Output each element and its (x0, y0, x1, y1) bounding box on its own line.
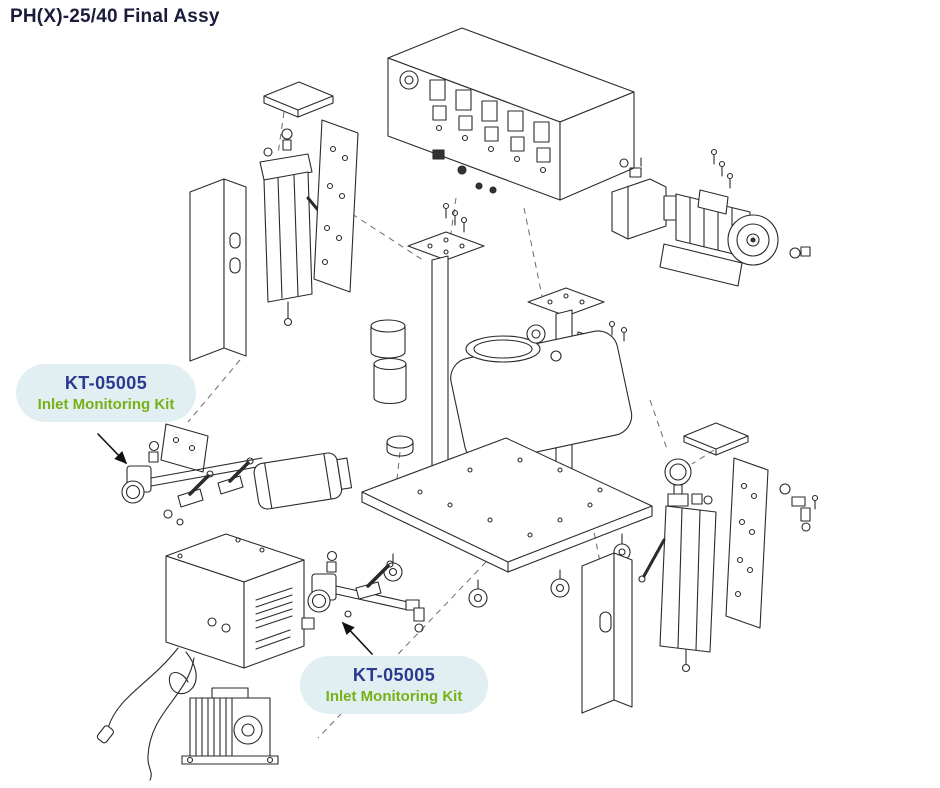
control-panel (387, 27, 635, 201)
cable-loop (168, 651, 197, 695)
motor-pump-assembly (611, 148, 811, 287)
top-plate-left (407, 231, 485, 261)
right-filter-assembly (638, 422, 819, 673)
base-platform (361, 437, 653, 563)
mounting-bracket-left (313, 119, 359, 293)
cable-connector (96, 725, 114, 744)
callout-1-part-number: KT-05005 (64, 373, 148, 393)
power-cable (107, 647, 179, 729)
cover-plate-left (263, 81, 334, 118)
callout-arrow-1 (97, 433, 128, 465)
callout-arrows (97, 433, 373, 655)
power-cable (147, 657, 195, 781)
cover-plate-right (683, 422, 749, 450)
callout-2-kit-label: Inlet Monitoring Kit (325, 688, 463, 705)
electrical-box (96, 533, 315, 781)
inlet-monitoring-kit-1 (121, 423, 353, 526)
inlet-monitoring-kit-2 (307, 550, 425, 633)
mounting-bracket-right (725, 457, 769, 629)
callout-bubble-1: KT-05005 Inlet Monitoring Kit (16, 364, 196, 422)
front-post (431, 255, 449, 485)
top-plate-right (527, 287, 605, 317)
channel-bracket-right (581, 552, 633, 714)
page-title: PH(X)-25/40 Final Assy (10, 6, 220, 27)
transformer (181, 687, 279, 765)
callout-arrow-2 (341, 621, 373, 655)
callout-2-part-number: KT-05005 (352, 665, 436, 685)
frame-cart (361, 202, 653, 608)
callout-bubble-2: KT-05005 Inlet Monitoring Kit (300, 656, 488, 714)
left-filter-assembly (259, 128, 344, 327)
canister-cups (370, 319, 414, 457)
callout-1-kit-label: Inlet Monitoring Kit (37, 396, 175, 413)
l-channel-left (189, 178, 247, 362)
